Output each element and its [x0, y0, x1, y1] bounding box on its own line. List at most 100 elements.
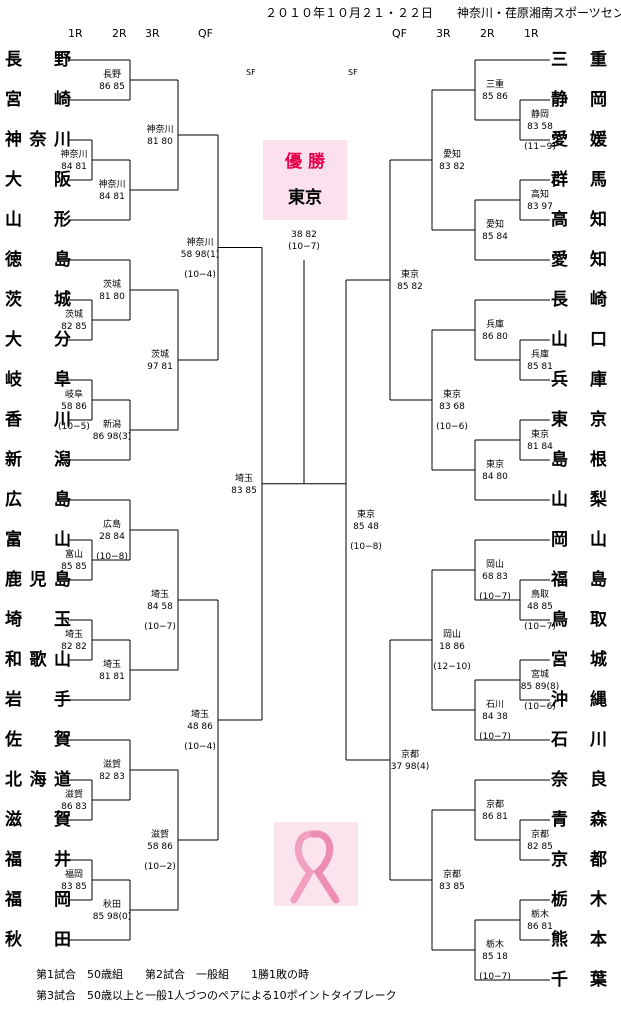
right-team: 山口	[551, 330, 607, 350]
tournament-title: ２０１０年１０月２１・２２日 神奈川・荏原湘南スポーツセンター	[265, 6, 621, 20]
match-winner: 兵庫	[530, 350, 550, 360]
match-tiebreak: (10−2)	[144, 862, 176, 872]
match-score: 86 81	[482, 812, 508, 822]
match-winner: 京都	[485, 800, 505, 810]
champion-box: 優 勝 東京	[263, 140, 347, 220]
left-team: 埼玉	[5, 610, 71, 630]
match-score: 85 98(0)	[92, 912, 132, 922]
match-score: 83 58	[527, 122, 553, 132]
team-char: 島	[551, 450, 568, 470]
team-char: 愛	[551, 250, 568, 270]
right-team: 山梨	[551, 490, 607, 510]
right-team: 静岡	[551, 90, 607, 110]
match-tiebreak: (10−4)	[184, 269, 216, 280]
match-tiebreak: (10−7)	[479, 592, 511, 602]
right-team: 栃木	[551, 890, 607, 910]
team-char: 児	[29, 570, 47, 590]
team-char: 滋	[5, 810, 22, 830]
match-score: 83 97	[527, 202, 553, 212]
team-char: 山	[590, 530, 607, 550]
team-char: 新	[5, 450, 22, 470]
match-winner: 富山	[64, 550, 84, 560]
team-char: 島	[54, 490, 71, 510]
header-sf-left: SF	[246, 68, 256, 77]
team-char: 京	[590, 410, 607, 430]
team-char: 長	[5, 50, 22, 70]
right-team: 鳥取	[551, 610, 607, 630]
match-score: 85 18	[482, 952, 508, 962]
team-char: 北	[5, 770, 22, 790]
right-team: 青森	[551, 810, 607, 830]
match-winner: 茨城	[102, 280, 122, 290]
team-char: 山	[54, 650, 71, 670]
match-winner: 広島	[102, 520, 122, 530]
match-score: 85 86	[482, 92, 508, 102]
team-char: 島	[54, 570, 71, 590]
match-winner: 埼玉	[102, 660, 122, 670]
header-right-qf: QF	[392, 27, 407, 40]
team-char: 手	[54, 690, 71, 710]
match-score: 83 85	[231, 485, 257, 496]
match-winner: 岡山	[485, 560, 505, 570]
header-left-qf: QF	[198, 27, 213, 40]
final-tiebreak: (10−7)	[288, 242, 320, 252]
right-team: 京都	[551, 850, 607, 870]
match-winner: 東京	[485, 460, 505, 470]
match-score: 84 58	[147, 602, 173, 612]
left-team: 北海道	[5, 770, 71, 790]
match-winner: 茨城	[150, 350, 170, 360]
team-char: 香	[5, 410, 22, 430]
team-char: 海	[29, 770, 47, 790]
left-team: 大阪	[5, 170, 71, 190]
team-char: 本	[590, 930, 607, 950]
match-score: 82 83	[99, 772, 125, 782]
team-char: 川	[54, 130, 71, 150]
match-winner: 京都	[400, 750, 420, 760]
team-char: 高	[551, 210, 568, 230]
team-char: 都	[590, 850, 607, 870]
match-score: 83 82	[439, 162, 465, 172]
match-tiebreak: (10−8)	[350, 542, 382, 552]
match-winner: 三重	[485, 80, 505, 90]
team-char: 茨	[5, 290, 22, 310]
left-team: 秋田	[5, 930, 71, 950]
right-team: 福島	[551, 570, 607, 590]
left-team: 香川	[5, 410, 71, 430]
team-char: 山	[5, 210, 22, 230]
match-winner: 石川	[485, 700, 505, 710]
match-score: 48 85	[527, 602, 553, 612]
final-score: 38 82	[291, 230, 317, 240]
match-winner: 茨城	[64, 310, 84, 320]
match-score: 82 82	[61, 642, 87, 652]
match-winner: 神奈川	[98, 180, 126, 190]
match-winner: 栃木	[530, 910, 550, 920]
team-char: 沖	[551, 690, 568, 710]
match-winner: 埼玉	[190, 710, 210, 720]
match-tiebreak: (10−8)	[96, 552, 128, 562]
team-char: 奈	[29, 130, 47, 150]
team-char: 取	[590, 610, 607, 630]
match-winner: 滋賀	[150, 830, 170, 840]
team-char: 和	[5, 650, 22, 670]
match-score: 83 68	[439, 402, 465, 412]
team-char: 静	[551, 90, 568, 110]
match-score: 85 85	[61, 562, 87, 572]
match-score: 48 86	[187, 722, 213, 732]
team-char: 佐	[5, 730, 22, 750]
team-char: 奈	[551, 770, 568, 790]
team-char: 崎	[590, 290, 607, 310]
right-team: 兵庫	[551, 370, 607, 390]
team-char: 広	[5, 490, 22, 510]
team-char: 山	[54, 530, 71, 550]
match-winner: 福岡	[64, 870, 84, 880]
team-char: 富	[5, 530, 22, 550]
match-winner: 愛知	[485, 220, 505, 230]
match-score: 84 81	[61, 162, 87, 172]
match-tiebreak: (10−4)	[184, 742, 216, 752]
team-char: 田	[54, 930, 71, 950]
match-winner: 埼玉	[64, 630, 84, 640]
right-team: 高知	[551, 210, 607, 230]
team-char: 岐	[5, 370, 22, 390]
left-team: 長野	[5, 50, 71, 70]
